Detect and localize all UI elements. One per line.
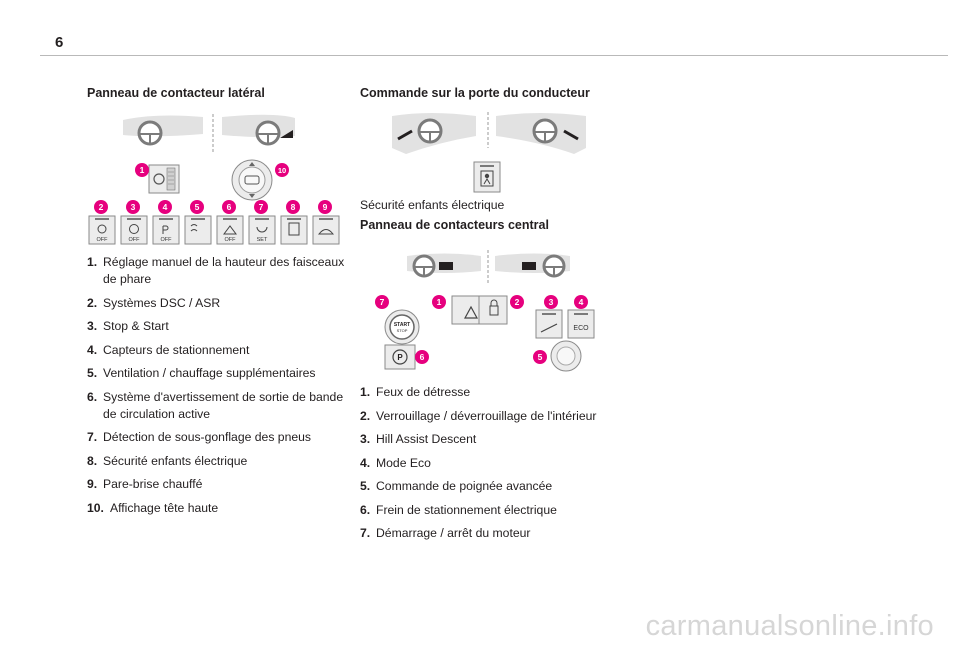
central-callout-5: 5 [538,352,543,362]
central-callout-2: 2 [515,297,520,307]
list-item: 6.Frein de stationnement électrique [360,502,557,517]
eco-label: ECO [573,325,589,332]
door-control-caption: Sécurité enfants électrique [360,198,505,212]
central-callout-6: 6 [420,352,425,362]
headlamp-leveling-switch [148,164,180,194]
callout-5: 5 [195,202,200,212]
door-panel-left-icon [392,113,476,154]
list-item: 3.Stop & Start [87,319,169,333]
child-lock-button-icon [473,161,501,193]
central-callout-4: 4 [579,297,584,307]
tyre-pressure-set-label: SET [257,237,268,243]
callout-9: 9 [323,202,328,212]
watermark: carmanualsonline.info [645,610,934,642]
page-number: 6 [55,34,64,51]
door-control-illustration [392,112,586,193]
central-callout-1: 1 [437,297,442,307]
list-item: 8.Sécurité enfants électrique [87,453,248,468]
start-label: START [394,322,410,328]
list-item: 2.Systèmes DSC / ASR [87,295,221,310]
list-item: 9.Pare-brise chauffé [87,477,203,491]
side-panel-button-row: OFF OFF OFF OFF SET [88,215,340,245]
central-dashboard-left-icon [407,253,481,278]
central-callout-7: 7 [380,297,385,307]
side-panel-callouts [94,163,332,214]
central-panel-callouts [375,295,588,364]
parking-sensors-off-label: OFF [161,237,173,243]
list-item: 1.Feux de détresse [360,385,471,399]
central-panel-heading: Panneau de contacteurs central [360,218,549,232]
parking-brake-switch: P [384,344,416,370]
side-panel-illustration: OFF OFF OFF OFF SET 1 2 3 4 5 6 7 8 9 10 [88,114,340,245]
list-item: 1.Réglage manuel de la hauteur des faisc… [87,255,345,286]
list-item: 5.Commande de poignée avancée [360,479,553,493]
list-item: 2.Verrouillage / déverrouillage de l'int… [360,408,597,423]
header-divider [40,55,948,56]
lane-warning-off-label: OFF [225,237,237,243]
list-item: 10.Affichage tête haute [87,500,219,515]
callout-7: 7 [259,202,264,212]
list-item: 4.Mode Eco [360,455,431,470]
central-panel-illustration: ECO START STOP P 1 2 3 4 5 6 7 [375,250,595,372]
callout-2: 2 [99,202,104,212]
list-item: 7.Démarrage / arrêt du moteur [360,526,531,540]
door-panel-right-icon [496,113,586,154]
central-panel-legend-list: 1.Feux de détresse 2.Verrouillage / déve… [360,384,620,549]
dsc-off-label: OFF [97,237,109,243]
list-item: 5.Ventilation / chauffage supplémentaire… [87,366,316,380]
central-callout-3: 3 [549,297,554,307]
callout-8: 8 [291,202,296,212]
stop-start-off-label: OFF [129,237,141,243]
list-item: 6.Système d'avertissement de sortie de b… [87,389,344,421]
dashboard-left-hand-drive-icon [123,115,203,146]
door-control-heading: Commande sur la porte du conducteur [360,86,590,100]
list-item: 4.Capteurs de stationnement [87,342,250,357]
hill-descent-and-eco-buttons: ECO [535,309,595,339]
callout-10: 10 [278,166,286,175]
dashboard-right-hand-drive-icon [222,114,295,146]
stop-label: STOP [397,328,408,333]
callout-4: 4 [163,202,168,212]
callout-3: 3 [131,202,136,212]
side-panel-legend-list: 1.Réglage manuel de la hauteur des faisc… [87,254,347,523]
list-item: 3.Hill Assist Descent [360,432,477,446]
parking-brake-label: P [397,353,403,362]
head-up-display-control [231,159,273,201]
advanced-handling-control [550,340,582,372]
callout-6: 6 [227,202,232,212]
central-dashboard-right-icon [495,253,570,278]
list-item: 7.Détection de sous-gonflage des pneus [87,430,312,444]
callout-1: 1 [140,165,145,175]
start-stop-button: START STOP [384,309,420,345]
hazard-and-lock-buttons [451,295,508,325]
side-panel-heading: Panneau de contacteur latéral [87,86,265,100]
